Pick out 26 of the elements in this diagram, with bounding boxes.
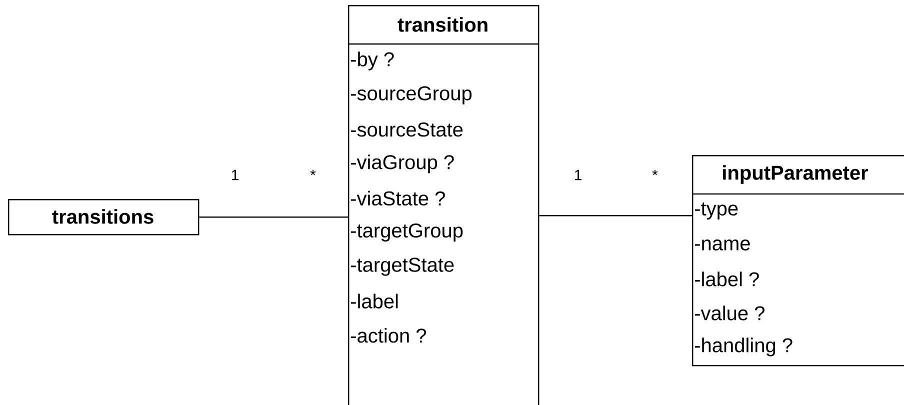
class-name: transitions	[52, 209, 154, 224]
multiplicity-label: 1	[574, 170, 582, 180]
multiplicity-label: 1	[232, 170, 238, 180]
attribute-text: -targetState	[351, 258, 454, 276]
multiplicity-label: *	[310, 170, 316, 176]
attribute-text: -sourceState	[351, 122, 463, 137]
class-box	[348, 5, 540, 405]
attribute-text: -by ?	[351, 52, 394, 70]
attribute-text: -type	[695, 202, 738, 220]
attribute-text: -viaState ?	[351, 190, 445, 206]
class-box	[8, 199, 200, 236]
attribute-text: -targetGroup	[351, 223, 463, 242]
association-line	[199, 216, 348, 218]
attribute-text: -label	[351, 294, 398, 308]
class-name: inputParameter	[723, 165, 868, 184]
attribute-text: -value ?	[695, 306, 764, 320]
attribute-text: -name	[695, 240, 750, 250]
attribute-text: -label ?	[695, 272, 759, 286]
association-line	[539, 215, 692, 216]
attribute-text: -action ?	[351, 328, 426, 343]
class-name: transition	[398, 17, 488, 32]
multiplicity-label: *	[652, 170, 658, 176]
attribute-text: -sourceGroup	[351, 86, 472, 104]
attribute-text: -handling ?	[695, 338, 792, 356]
class-box	[692, 155, 904, 366]
attribute-text: -viaGroup ?	[351, 154, 454, 174]
